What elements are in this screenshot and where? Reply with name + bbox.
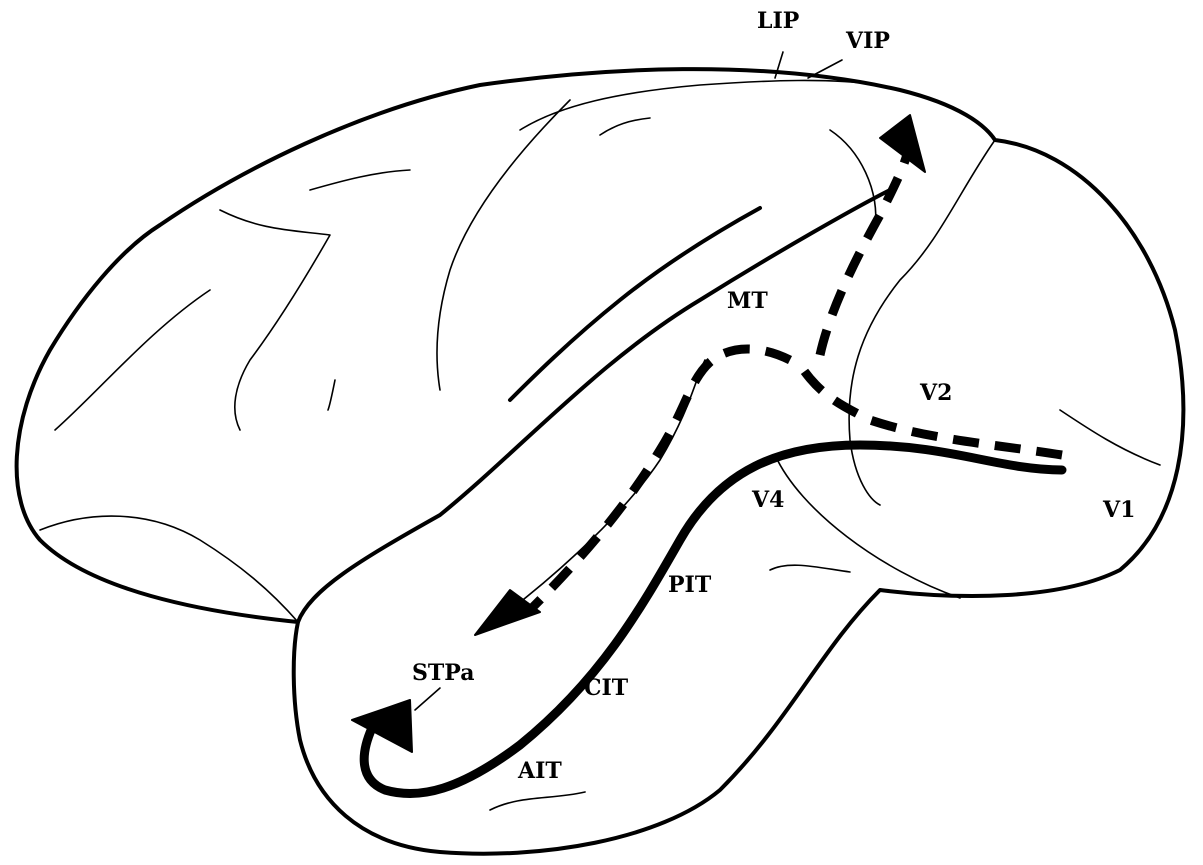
sylvian-fissure (298, 190, 890, 622)
frontal-sulcus-1 (310, 170, 410, 190)
parietal-sulcus-branch (830, 130, 876, 230)
temporal-sulcus-ait (490, 792, 585, 810)
principal-sulcus (55, 290, 210, 430)
frontal-sulcus-2 (600, 118, 650, 135)
dorsal-up-arrowhead (880, 115, 925, 172)
label-v1: V1 (1102, 497, 1135, 523)
label-v2: V2 (919, 380, 952, 406)
occipital-sulcus (775, 455, 960, 598)
ventral-stream-arrowhead (352, 700, 412, 752)
dorsal-stream-up (820, 150, 908, 355)
central-sulcus (437, 100, 570, 390)
intraparietal-sulcus (520, 80, 880, 130)
occipital-small-sulcus (1060, 410, 1160, 465)
label-ait: AIT (517, 758, 562, 784)
label-mt: MT (727, 288, 768, 314)
label-lip: LIP (757, 8, 799, 34)
label-pit: PIT (668, 572, 712, 598)
label-v4: V4 (751, 487, 784, 513)
frontal-sulcus-3 (328, 380, 335, 410)
stpa-tick (415, 688, 440, 710)
temporal-sulcus-pit (770, 565, 850, 572)
sts-upper-lip (510, 208, 760, 400)
label-stpa: STPa (412, 660, 474, 686)
ventral-stream-path (364, 445, 1062, 794)
label-vip: VIP (845, 28, 890, 54)
label-cit: CIT (584, 675, 629, 701)
arcuate-sulcus (220, 210, 330, 430)
dorsal-down-arrowhead (475, 590, 540, 635)
